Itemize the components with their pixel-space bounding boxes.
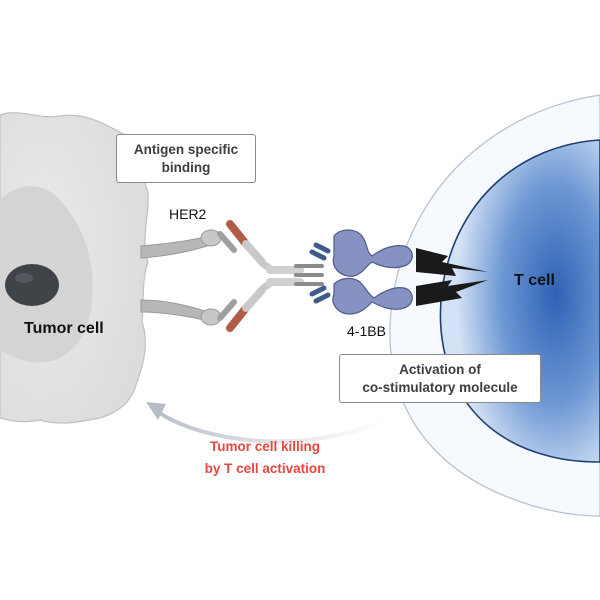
lightning-lower — [416, 280, 488, 306]
t-cell — [389, 94, 600, 517]
activation-box-line-1: Activation of — [399, 362, 481, 377]
tumor-cell-label: Tumor cell — [24, 320, 104, 337]
tumor-cell — [0, 112, 149, 424]
killing-caption-line-1: Tumor cell killing — [209, 439, 321, 454]
tumor-nucleus — [5, 264, 59, 306]
activation-box-line-2: co-stimulatory molecule — [362, 380, 518, 395]
lightning-upper — [416, 248, 488, 276]
antigen-box-line-2: binding — [161, 160, 211, 175]
killing-arrow — [146, 402, 392, 444]
four-1bb-receptor-lower — [332, 277, 413, 315]
her2-label: HER2 — [169, 206, 207, 222]
t-cell-label: T cell — [514, 272, 555, 289]
antigen-binding-box: Antigen specific binding — [116, 134, 256, 183]
activation-signals — [416, 248, 488, 306]
four-1bb-receptors — [332, 229, 413, 315]
her2-receptors — [140, 229, 222, 326]
killing-caption: Tumor cell killing by T cell activation — [190, 436, 340, 480]
bispecific-antibody — [217, 220, 331, 332]
four-1bb-receptor-upper — [332, 229, 413, 277]
killing-caption-line-2: by T cell activation — [204, 461, 326, 476]
four-1bb-label: 4-1BB — [347, 323, 386, 339]
arrow-head — [146, 402, 166, 420]
activation-box: Activation of co-stimulatory molecule — [339, 354, 541, 403]
antigen-box-line-1: Antigen specific — [133, 142, 239, 157]
her2-receptor-lower — [140, 299, 209, 321]
